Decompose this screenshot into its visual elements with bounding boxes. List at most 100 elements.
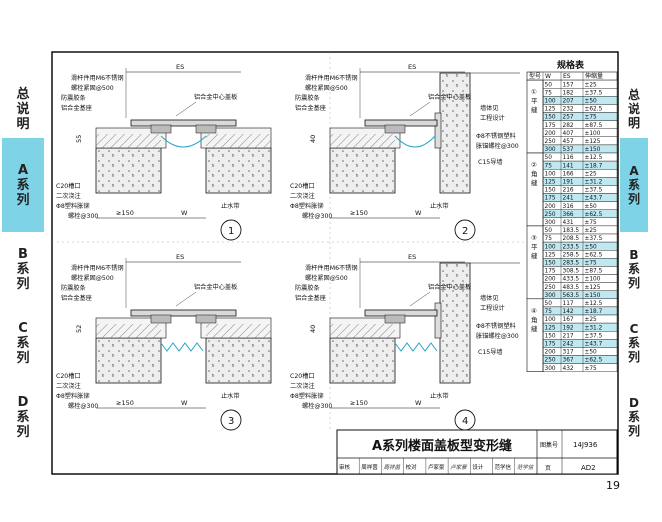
spec-cell: 100 — [545, 244, 556, 250]
spec-group-label: 角 — [531, 169, 538, 178]
hatch-right — [206, 324, 271, 338]
spec-group-label: 缝 — [531, 324, 538, 333]
spec-cell: 183.5 — [563, 228, 580, 234]
spec-row — [542, 298, 618, 308]
spec-cell: 175 — [545, 342, 556, 348]
spec-cell: 125 — [545, 107, 556, 113]
spec-cell: ±50 — [585, 350, 598, 356]
spec-group-label: ② — [531, 161, 537, 169]
callout-label: C20槽口 — [56, 182, 81, 190]
spec-row — [542, 160, 618, 170]
page-label: 页 — [545, 465, 551, 472]
spec-cell: 157 — [563, 82, 574, 88]
spec-cell: 233.5 — [563, 244, 580, 250]
callout-label: 防震胶条 — [61, 284, 86, 292]
spec-cell: 257 — [563, 115, 574, 121]
callout-label: Φ8塑料胀铆 — [290, 392, 324, 400]
callout-label: 止水带 — [430, 202, 449, 210]
spec-cell: 191 — [563, 180, 574, 186]
right-tab-general[interactable]: 总 说 明 — [620, 80, 648, 138]
side-tab-char: 列 — [16, 192, 30, 208]
right-tab-b-series[interactable]: B 系 列 — [620, 232, 648, 306]
hatch-left — [330, 324, 395, 338]
callout-label: 胀锚螺栓@300 — [476, 142, 519, 150]
callout-label: 二次浇注 — [290, 382, 315, 390]
spec-cell: ±12.5 — [585, 301, 603, 307]
callout-label: Φ8塑料胀铆 — [290, 202, 324, 210]
spec-row — [542, 79, 618, 89]
callout-label: 滑杆件用M6不锈钢 — [71, 264, 124, 272]
side-tab-char: 系 — [627, 262, 640, 276]
spec-cell: ±62.5 — [585, 252, 603, 258]
spec-cell: 150 — [545, 115, 556, 121]
cover-plate — [130, 119, 237, 127]
spec-cell: 316 — [563, 204, 574, 210]
side-tab-char: 列 — [627, 276, 640, 290]
spec-cell: ±62.5 — [585, 107, 603, 113]
side-tab-char: 列 — [627, 424, 640, 438]
spec-cell: 175 — [545, 123, 556, 129]
side-tab-c-series[interactable]: C 系 列 — [2, 306, 44, 380]
spec-cell: 150 — [545, 261, 556, 267]
spec-cell: ±150 — [585, 293, 601, 299]
right-tab-c-series[interactable]: C 系 列 — [620, 306, 648, 380]
es-label: ES — [176, 63, 184, 71]
spec-cell: 216 — [563, 188, 574, 194]
side-tab-char: A — [17, 162, 29, 178]
seal-zigzag — [160, 342, 204, 352]
spec-header-cell: ES — [563, 73, 571, 80]
callout-label: 螺栓@300 — [302, 212, 332, 220]
es-label: ES — [408, 253, 416, 261]
callout-label: Φ8不锈钢塑料 — [476, 132, 516, 140]
side-tab-char: 列 — [16, 424, 30, 440]
detail-number-circle — [454, 219, 476, 241]
right-tab-d-series[interactable]: D 系 列 — [620, 380, 648, 454]
spec-cell: 242 — [563, 342, 574, 348]
spec-cell: 308.5 — [563, 269, 580, 275]
dim-label: W — [415, 399, 422, 407]
spec-cell: ±87.5 — [585, 123, 603, 129]
side-tab-char: C — [629, 322, 639, 336]
sign-name: 周祥茵 — [361, 463, 378, 471]
detail-number: 2 — [462, 226, 468, 237]
spec-cell: ±100 — [585, 131, 601, 137]
spec-cell: 317 — [563, 350, 574, 356]
spec-cell: 407 — [563, 131, 574, 137]
spec-cell: 150 — [545, 333, 556, 339]
spec-cell: ±50 — [585, 244, 598, 250]
dim-label: 40 — [309, 325, 317, 333]
callout-label: 螺栓紧固@500 — [71, 274, 114, 282]
right-tab-a-series[interactable]: A 系 列 — [620, 138, 648, 232]
guide-wall — [439, 72, 471, 194]
callout-label: 滑杆件用M6不锈钢 — [71, 74, 124, 82]
callout-label: 工程设计 — [480, 304, 505, 312]
side-tab-d-series[interactable]: D 系 列 — [2, 380, 44, 454]
callout-label: 止水带 — [430, 392, 449, 400]
spec-cell: ±43.7 — [585, 196, 603, 202]
spec-cell: 75 — [545, 236, 553, 242]
spec-cell: ±31.2 — [585, 180, 603, 186]
spec-row — [542, 225, 618, 235]
spec-cell: ±25 — [585, 228, 598, 234]
callout-label: 螺栓紧固@500 — [71, 84, 114, 92]
detail-number-circle — [220, 219, 242, 241]
spec-cell: ±37.5 — [585, 90, 603, 96]
spec-cell: 250 — [545, 139, 556, 145]
spec-group-label: ④ — [531, 307, 537, 315]
spec-cell: 150 — [545, 188, 556, 194]
callout-label: 螺栓@300 — [68, 212, 98, 220]
slab-right — [205, 147, 272, 194]
spec-cell: 117 — [563, 301, 574, 307]
spec-cell: 166 — [563, 171, 574, 177]
spec-cell: ±25 — [585, 82, 598, 88]
spec-cell: 432 — [563, 366, 574, 372]
side-tab-b-series[interactable]: B 系 列 — [2, 232, 44, 306]
side-tab-char: 明 — [16, 116, 30, 132]
side-tab-general[interactable]: 总 说 明 — [2, 80, 44, 138]
side-tab-a-series[interactable]: A 系 列 — [2, 138, 44, 232]
dim-label: ≥150 — [350, 209, 368, 217]
side-tab-char: 明 — [627, 116, 640, 130]
